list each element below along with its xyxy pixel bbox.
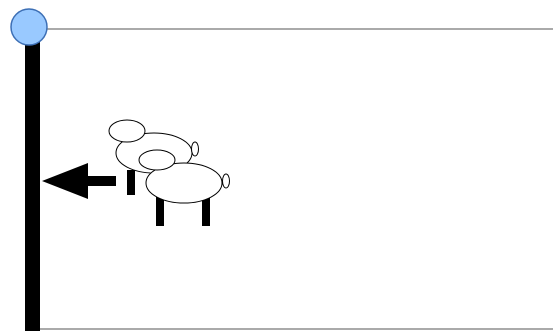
knob-icon [11,9,47,45]
left-arrow-icon [42,163,116,199]
pole-icon [25,32,40,331]
